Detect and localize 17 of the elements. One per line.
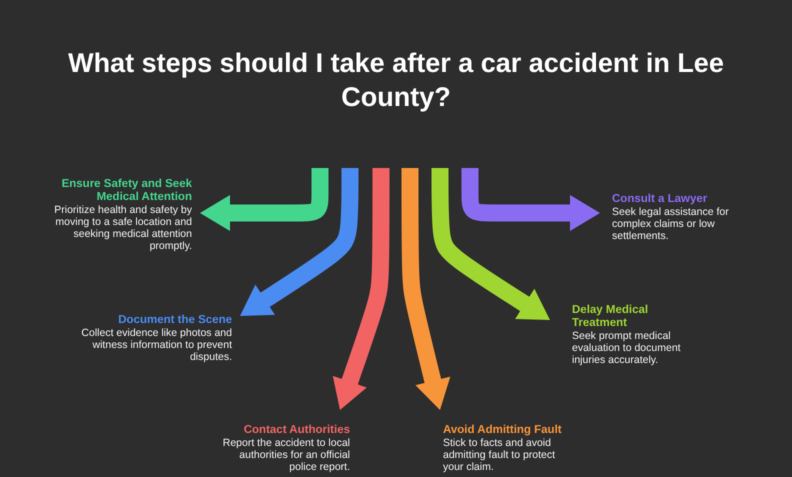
step-description: Seek prompt medical evaluation to document injuries accurately.	[572, 330, 682, 366]
step-heading: Consult a Lawyer	[612, 193, 708, 206]
step-description: Prioritize health and safety by moving to a safe location and seeking medical attention promptly.	[53, 204, 192, 252]
arrow	[332, 168, 390, 410]
step-heading: Delay Medical Treatment	[572, 304, 650, 330]
title: What steps should I take after a car accident in Lee County?	[67, 47, 725, 114]
step-description: Report the accident to local authorities for an official police report.	[222, 437, 350, 473]
step-heading: Contact Authorities	[242, 424, 350, 437]
step-heading: Avoid Admitting Fault	[443, 424, 563, 437]
arrow	[432, 168, 550, 320]
arrow	[240, 168, 358, 316]
step-heading: Document the Scene	[117, 314, 232, 327]
step-heading: Ensure Safety and Seek Medical Attention	[60, 178, 192, 204]
arrow	[402, 168, 450, 410]
step-description: Seek legal assistance for complex claims or low settlements.	[612, 206, 730, 242]
step-description: Collect evidence like photos and witness information to prevent disputes.	[80, 327, 232, 363]
step-description: Stick to facts and avoid admitting fault to protect your claim.	[443, 437, 556, 473]
